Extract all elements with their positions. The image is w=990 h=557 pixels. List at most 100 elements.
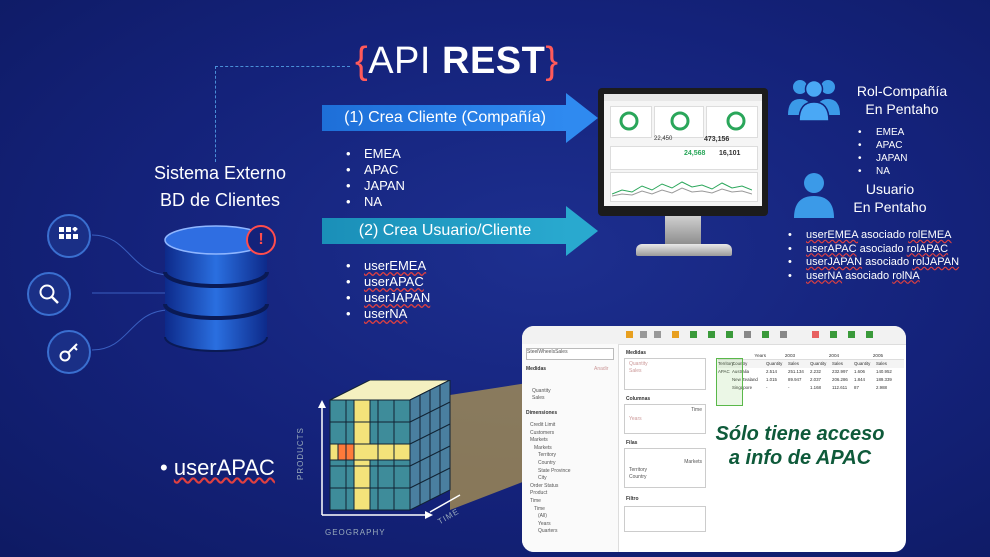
pivot-cell: 2.037	[810, 377, 821, 382]
pivot-cell: 87	[854, 385, 859, 390]
axis-geography: GEOGRAPHY	[325, 528, 386, 537]
group-users-icon	[788, 79, 840, 121]
pivot-cell: 189.339	[876, 377, 892, 382]
tree-item[interactable]: Territory	[538, 452, 557, 459]
list-item: userJAPAN	[346, 290, 430, 306]
access-line1: Sólo tiene acceso	[715, 423, 885, 445]
list-item: userAPAC	[346, 274, 430, 290]
assoc-role: rolEMEA	[908, 229, 952, 241]
list-item: userEMEA	[346, 258, 430, 274]
columns-years: Years	[629, 416, 642, 422]
list-item: Sales	[629, 368, 642, 374]
olap-cube-icon	[318, 380, 461, 519]
association-list: userEMEA asociado rolEMEA userAPAC asoci…	[788, 229, 959, 283]
grid-apps-icon	[47, 214, 91, 258]
columns-time: Time	[691, 407, 702, 413]
tree-item[interactable]: Markets	[534, 444, 552, 451]
axis-products: PRODUCTS	[296, 427, 305, 480]
alert-icon: !	[246, 225, 276, 255]
dashboard-value: 22,450	[654, 136, 673, 142]
cube-select[interactable]: SteelWheelsSales	[526, 348, 614, 360]
list-item: userEMEA asociado rolEMEA	[788, 229, 959, 243]
list-item: Quantity	[629, 361, 648, 367]
table-row: Singapore - - 1.168 112.611 87 2.988	[718, 384, 904, 392]
apac-highlight	[716, 358, 743, 406]
assoc-user: userNA	[806, 269, 843, 282]
pivot-cell: 1.015	[766, 377, 777, 382]
tree-item[interactable]: Customers	[530, 429, 555, 436]
dashboard-value: 16,101	[719, 150, 741, 157]
search-icon	[27, 272, 71, 316]
pivot-header-row: Territory Country Quantity Sales Quantit…	[718, 360, 904, 368]
pivot-cell: 206.286	[832, 377, 848, 382]
tree-item[interactable]: Markets	[530, 437, 548, 444]
tree-item[interactable]: Order Status	[530, 482, 559, 489]
arrow2-body	[322, 218, 568, 244]
pivot-cell: 112.611	[832, 385, 848, 390]
columns-dropzone[interactable]: Time Years	[624, 404, 706, 434]
user-icon	[794, 173, 834, 218]
assoc-user: userJAPAN	[806, 256, 863, 268]
tree-item[interactable]: Product	[530, 490, 548, 497]
pivot-cell: 140.952	[876, 369, 892, 374]
system-line1: Sistema Externo	[153, 163, 287, 183]
list-item: EMEA	[858, 126, 908, 139]
list-item: Country	[629, 474, 647, 480]
dashboard-value: 24,568	[684, 150, 706, 157]
user-name: userEMEA	[364, 258, 427, 273]
layout-measures-header: Medidas	[626, 350, 647, 356]
list-item: EMEA	[346, 146, 405, 162]
access-line2: a info de APAC	[728, 447, 872, 469]
layout-columns-header: Columnas	[626, 396, 651, 402]
pivot-cell: Country	[732, 361, 748, 366]
list-item: userJAPAN asociado rolJAPAN	[788, 256, 959, 270]
key-icon	[47, 330, 91, 374]
filter-dropzone[interactable]	[624, 506, 706, 532]
list-item: APAC	[858, 139, 908, 152]
pivot-cell: 2.232	[810, 369, 821, 374]
list-item: APAC	[346, 162, 405, 178]
tree-item[interactable]: (All)	[538, 513, 547, 520]
pivot-cell: 1.844	[854, 377, 865, 382]
pivot-cell: APAC	[718, 369, 730, 374]
pivot-cell: Territory	[718, 361, 734, 366]
user-name: userAPAC	[364, 274, 424, 289]
user-list: userEMEA userAPAC userJAPAN userNA	[346, 258, 430, 322]
tree-item[interactable]: State Province	[538, 467, 571, 474]
user-name: userNA	[364, 306, 408, 321]
tree-item[interactable]: Time	[534, 505, 545, 512]
pivot-cell: Sales	[832, 361, 843, 366]
tree-item[interactable]: Time	[530, 497, 541, 504]
measures-link[interactable]: Anadir	[594, 366, 609, 372]
system-label: Sistema Externo BD de Clientes	[130, 160, 310, 214]
assoc-role: rolJAPAN	[912, 256, 960, 268]
role-company-list: EMEA APAC JAPAN NA	[858, 126, 908, 178]
tree-item[interactable]: City	[538, 475, 547, 482]
list-item: NA	[346, 194, 405, 210]
tree-item[interactable]: Years	[538, 520, 551, 527]
monitor-stand	[665, 216, 701, 246]
list-item: userAPAC asociado rolAPAC	[788, 243, 959, 257]
pivot-cell: -	[766, 385, 768, 390]
pivot-cell: Quantity	[810, 361, 827, 366]
analyzer-left-panel: SteelWheelsSales Medidas Anadir Quantity…	[522, 344, 619, 552]
dimensions-header: Dimensiones	[526, 410, 558, 416]
monitor: 473,156 22,450 24,568 16,101	[598, 88, 768, 216]
pivot-cell: 232.997	[832, 369, 848, 374]
pivot-cell: 2.988	[876, 385, 887, 390]
tree-item[interactable]: Quarters	[538, 528, 558, 535]
assoc-role: rolNA	[892, 269, 920, 282]
role-company-label: Rol-Compañía En Pentaho	[842, 82, 962, 118]
tree-item[interactable]: Country	[538, 459, 556, 466]
cube-select-value: SteelWheelsSales	[527, 349, 568, 355]
pivot-cell: 2.514	[766, 369, 777, 374]
list-item[interactable]: Sales	[532, 395, 545, 401]
tree-item[interactable]: Credit Limit	[530, 422, 556, 428]
assoc-text: asociado	[857, 229, 909, 241]
analyzer-toolbar	[522, 326, 906, 345]
pivot-cell: New Zealand	[732, 377, 758, 382]
list-item[interactable]: Quantity	[532, 388, 551, 394]
list-item: userNA	[346, 306, 430, 322]
